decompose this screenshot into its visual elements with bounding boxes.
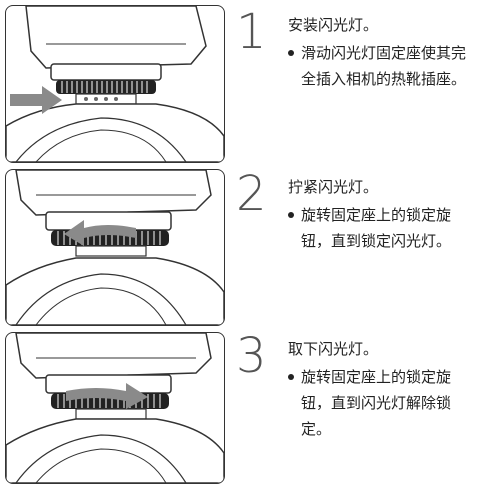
bullet-icon xyxy=(288,374,294,380)
slide-in-arrow-icon xyxy=(10,86,62,114)
step-instruction: 旋转固定座上的锁定旋钮，直到锁定闪光灯。 xyxy=(288,202,478,254)
step-number: 2 xyxy=(236,166,267,222)
step-instruction: 滑动闪光灯固定座使其完全插入相机的热靴插座。 xyxy=(288,40,478,92)
illustration-remove-flash xyxy=(5,332,225,484)
flash-attach-drawing xyxy=(6,6,224,162)
step-title: 取下闪光灯。 xyxy=(288,340,379,358)
step-instruction-text: 旋转固定座上的锁定旋钮，直到锁定闪光灯。 xyxy=(301,206,452,250)
flash-tighten-drawing xyxy=(6,170,224,325)
step-number: 1 xyxy=(236,4,267,60)
flash-remove-drawing xyxy=(6,333,224,483)
step-instruction-text: 旋转固定座上的锁定旋钮，直到闪光灯解除锁定。 xyxy=(301,368,452,438)
rotate-right-arrow-icon xyxy=(66,383,148,409)
bullet-icon xyxy=(288,212,294,218)
step-instruction: 旋转固定座上的锁定旋钮，直到闪光灯解除锁定。 xyxy=(288,364,478,442)
illustration-attach-flash xyxy=(5,5,225,163)
rotate-left-arrow-icon xyxy=(64,220,136,246)
illustration-tighten-flash xyxy=(5,169,225,326)
step-title: 拧紧闪光灯。 xyxy=(288,178,379,196)
step-instruction-text: 滑动闪光灯固定座使其完全插入相机的热靴插座。 xyxy=(301,44,467,88)
bullet-icon xyxy=(288,50,294,56)
step-title: 安装闪光灯。 xyxy=(288,16,379,34)
step-number: 3 xyxy=(236,328,267,384)
